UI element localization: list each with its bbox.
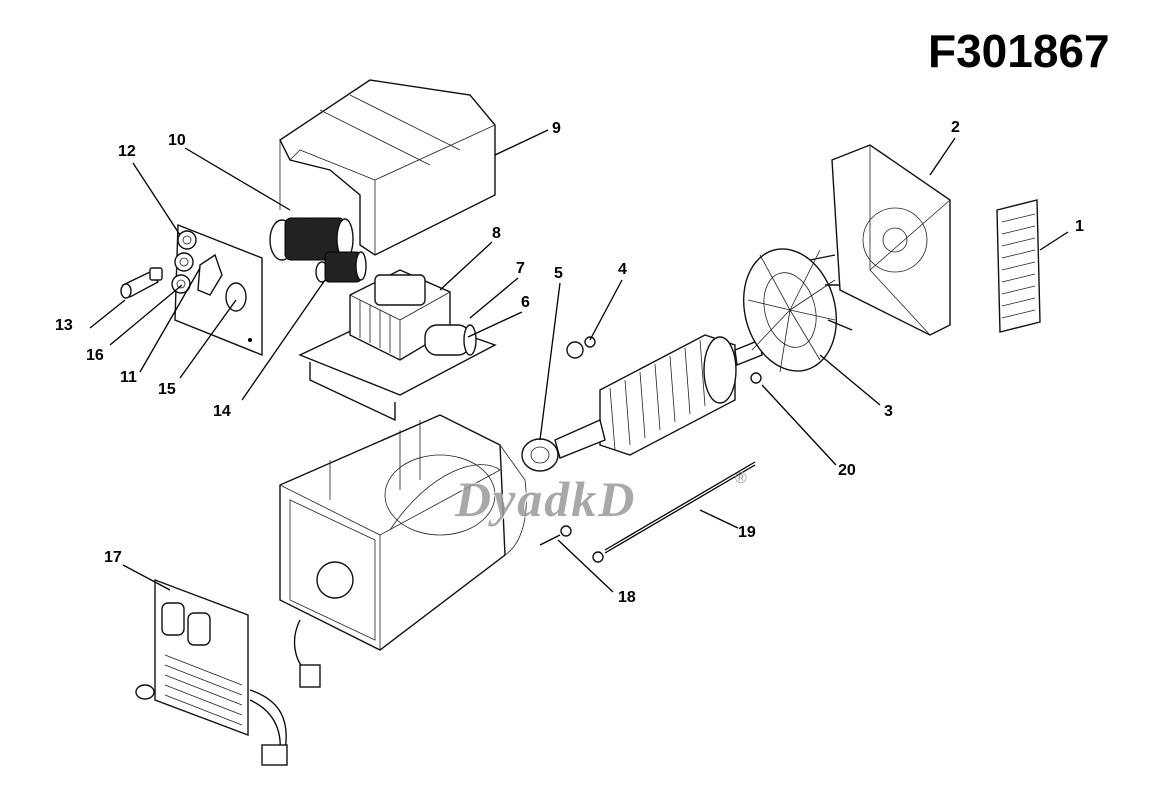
callout-2: 2	[951, 119, 960, 136]
callout-18: 18	[618, 589, 636, 606]
capacitor-part-7	[424, 324, 477, 356]
rotor-armature	[554, 334, 763, 459]
cover-part-9	[279, 79, 496, 256]
diagram-code-title: F301867	[928, 25, 1110, 77]
callout-12: 12	[118, 143, 136, 160]
callout-6: 6	[521, 294, 530, 311]
callout-9: 9	[552, 120, 561, 137]
callout-4: 4	[618, 261, 627, 278]
callout-8: 8	[492, 225, 501, 242]
switch-part-14	[315, 251, 367, 283]
watermark-registered-mark: ®	[735, 470, 747, 487]
callout-17: 17	[104, 549, 122, 566]
ring-part-20	[750, 372, 762, 384]
outlet-panel-part-17	[135, 578, 321, 766]
bearing-part-5	[521, 438, 559, 472]
callout-7: 7	[516, 260, 525, 277]
strip-part-1	[996, 199, 1041, 333]
callout-11: 11	[120, 369, 137, 386]
endbell-part-2	[831, 144, 951, 336]
switch-part-10	[269, 217, 354, 261]
callout-20: 20	[838, 462, 856, 479]
fan-part-3	[742, 248, 853, 373]
callout-15: 15	[158, 381, 176, 398]
callout-16: 16	[86, 347, 104, 364]
plug-part-13	[120, 267, 163, 299]
control-panel-plate	[171, 223, 263, 357]
clip-part-4	[566, 336, 596, 359]
leader-lines	[89, 129, 1069, 593]
bolt-part-18	[539, 525, 572, 546]
callout-1: 1	[1075, 218, 1084, 235]
callout-19: 19	[738, 524, 756, 541]
callout-13: 13	[55, 317, 73, 334]
callout-10: 10	[168, 132, 186, 149]
callout-3: 3	[884, 403, 893, 420]
main-frame-housing	[279, 414, 527, 651]
callout-5: 5	[554, 265, 563, 282]
callout-14: 14	[213, 403, 231, 420]
tie-rod-part-19	[592, 461, 756, 563]
watermark-text: DyadkD	[455, 471, 637, 527]
